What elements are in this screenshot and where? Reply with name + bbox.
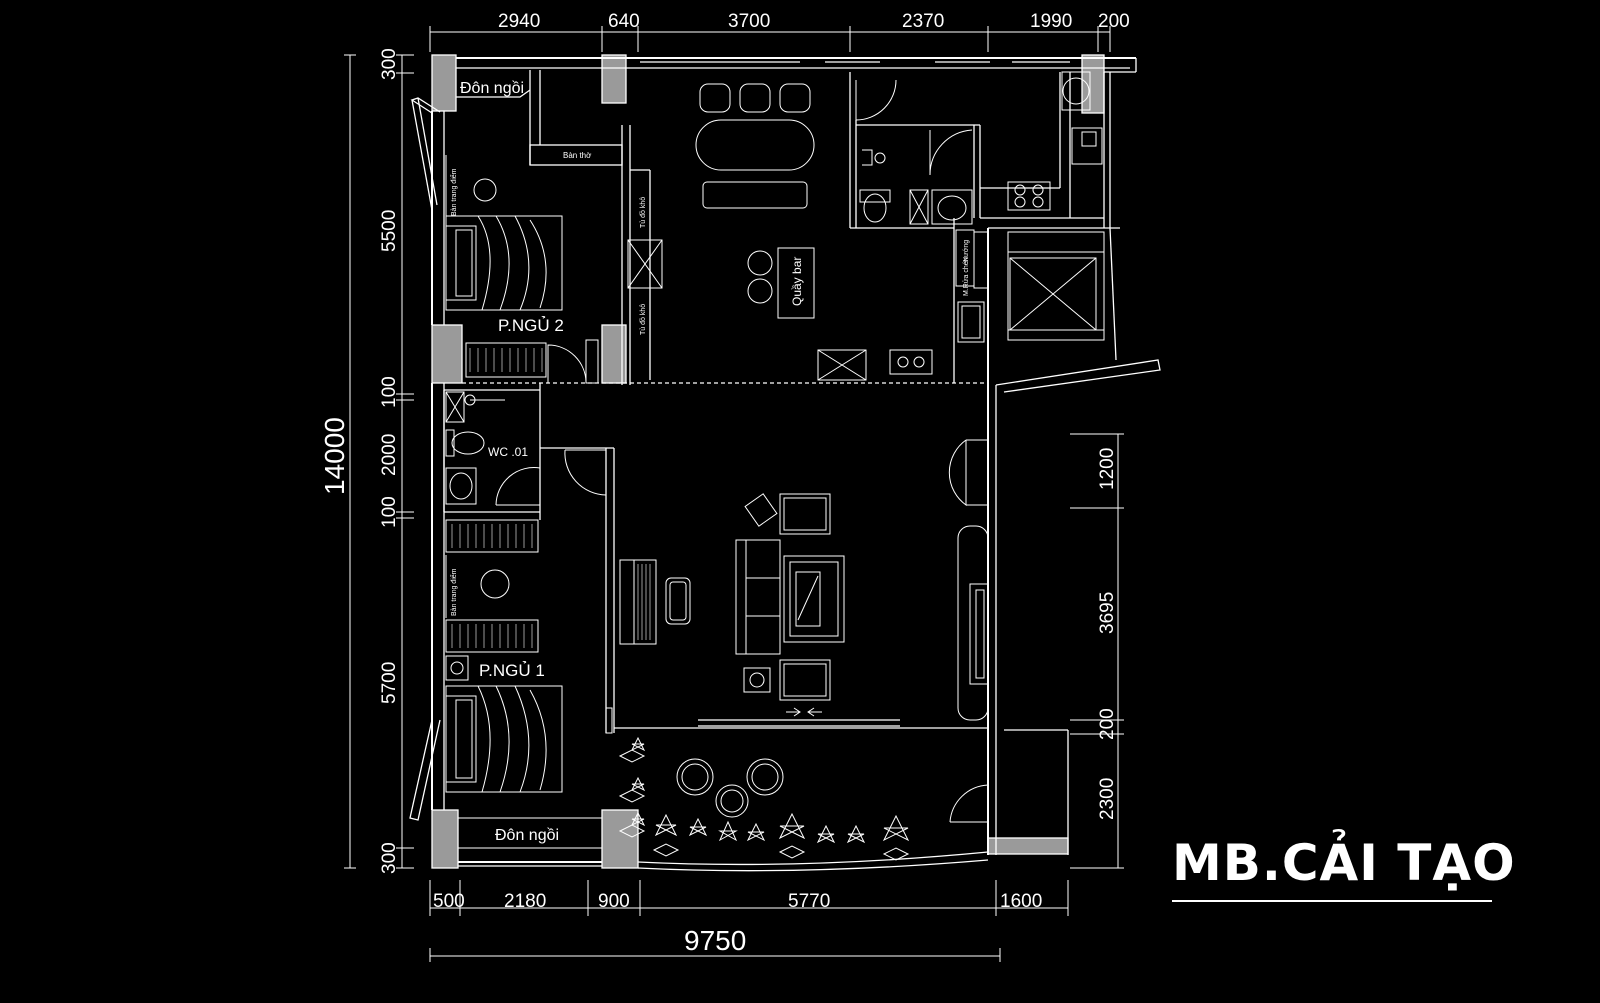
- dim-top-6: 200: [1098, 11, 1130, 32]
- dim-left-5: 100: [379, 496, 400, 528]
- living-room-furniture: [619, 493, 989, 721]
- dim-bottom-2: 2180: [504, 891, 546, 912]
- dim-bottom-total: 9750: [684, 925, 746, 956]
- label-bedroom-1: P.NGỦ 1: [479, 661, 545, 680]
- interior-walls: [443, 70, 1104, 733]
- columns: [431, 54, 1105, 869]
- label-bedroom-2: P.NGỦ 2: [498, 316, 564, 335]
- wc-fixtures: [445, 391, 505, 505]
- dim-left-4: 2000: [379, 434, 400, 476]
- plants: [618, 736, 910, 861]
- dimension-lines: [344, 26, 1124, 962]
- elevator-shaft: [1007, 231, 1105, 341]
- doors: [495, 79, 989, 823]
- label-tu-do-kho-1: Tủ đồ khô: [638, 197, 647, 228]
- dim-bottom-1: 500: [433, 891, 465, 912]
- dim-top-3: 3700: [728, 11, 770, 32]
- balcony-furniture: [676, 758, 784, 818]
- dim-top-5: 1990: [1030, 11, 1072, 32]
- bedroom-1-furniture: [445, 519, 603, 849]
- dim-bottom-4: 5770: [788, 891, 830, 912]
- label-wc: WC .01: [488, 445, 528, 459]
- label-don-ngoi-top: Đôn ngồi: [460, 80, 524, 97]
- dim-left-2: 5500: [379, 210, 400, 252]
- label-ban-tho: Bàn thờ: [563, 151, 592, 160]
- dim-left-total: 14000: [319, 417, 350, 495]
- label-quay-bar: Quầy bar: [790, 257, 804, 306]
- bedroom-2-furniture: [445, 155, 663, 378]
- label-tu-do-kho-2: Tủ đồ khô: [638, 304, 647, 335]
- bathroom-kitchen-fixtures: [859, 71, 1103, 343]
- label-don-ngoi-bottom: Đôn ngồi: [495, 827, 559, 844]
- dim-right-3: 200: [1097, 708, 1118, 740]
- dim-bottom-5: 1600: [1000, 891, 1042, 912]
- dimension-labels: 2940 640 3700 2370 1990 200 500 2180 900…: [319, 11, 1130, 956]
- label-may-rua-chen: M.Rửa chén: [962, 257, 970, 296]
- dim-right-2: 3695: [1097, 592, 1118, 634]
- dim-left-3: 100: [379, 376, 400, 408]
- title-underline: [1172, 900, 1492, 902]
- room-labels: Đôn ngồi Bàn thờ Bàn trang điểm Tủ đồ kh…: [450, 80, 970, 844]
- dim-left-7: 300: [379, 842, 400, 874]
- dim-left-6: 5700: [379, 662, 400, 704]
- dim-left-1: 300: [379, 48, 400, 80]
- dining-furniture: [695, 83, 933, 381]
- dim-top-2: 640: [608, 11, 640, 32]
- drawing-title: MB.CẢI TẠO: [1172, 834, 1516, 892]
- dim-right-4: 2300: [1097, 778, 1118, 820]
- dim-top-4: 2370: [902, 11, 944, 32]
- dim-bottom-3: 900: [598, 891, 630, 912]
- label-ban-trang-diem-1: Bàn trang điểm: [450, 568, 458, 616]
- exterior-walls: [409, 57, 1161, 872]
- dim-top-1: 2940: [498, 11, 540, 32]
- label-nuong: Nướng: [963, 240, 970, 262]
- label-ban-trang-diem-2: Bàn trang điểm: [450, 168, 458, 216]
- dim-right-1: 1200: [1097, 448, 1118, 490]
